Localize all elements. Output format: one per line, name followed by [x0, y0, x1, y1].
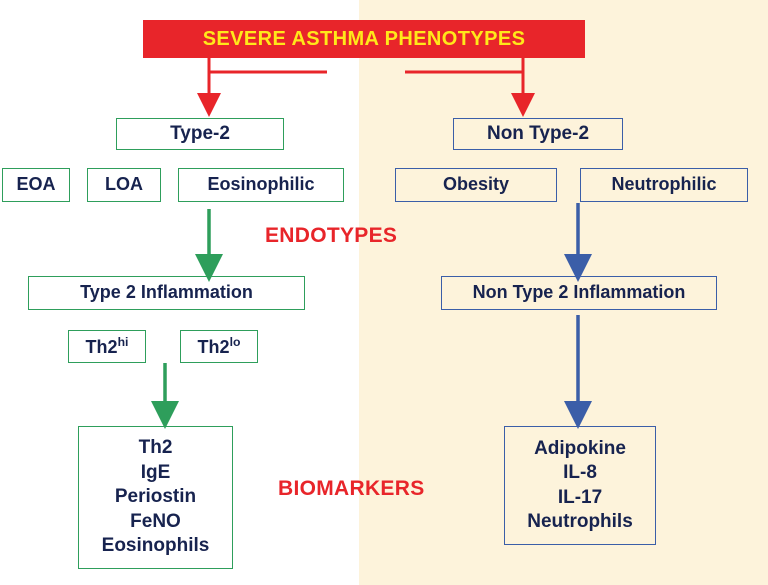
- box-type2-biomarkers: Th2 IgE Periostin FeNO Eosinophils: [78, 426, 233, 569]
- green-arrows: [151, 209, 223, 429]
- box-eosinophilic: Eosinophilic: [178, 168, 344, 202]
- biomarker-item: IL-17: [557, 486, 603, 508]
- box-neutrophilic: Neutrophilic: [580, 168, 748, 202]
- box-non-type2-biomarkers: Adipokine IL-8 IL-17 Neutrophils: [504, 426, 656, 545]
- box-obesity: Obesity: [395, 168, 557, 202]
- box-th2-lo: Th2lo: [180, 330, 258, 363]
- box-non-type2-inflammation: Non Type 2 Inflammation: [441, 276, 717, 310]
- diagram-title-text: SEVERE ASTHMA PHENOTYPES: [202, 27, 526, 50]
- biomarker-item: Neutrophils: [527, 510, 633, 532]
- box-non-type2-phenotype: Non Type-2: [453, 118, 623, 150]
- box-th2-hi: Th2hi: [68, 330, 146, 363]
- biomarker-item: IgE: [140, 461, 171, 483]
- box-eoa: EOA: [2, 168, 70, 202]
- biomarker-item: FeNO: [130, 510, 181, 532]
- biomarker-item: IL-8: [563, 462, 597, 484]
- non-type2-panel-background: [359, 0, 768, 585]
- caption-biomarkers: BIOMARKERS: [278, 477, 425, 500]
- box-type2-inflammation: Type 2 Inflammation: [28, 276, 305, 310]
- biomarker-item: Eosinophils: [101, 535, 210, 557]
- box-type2-phenotype: Type-2: [116, 118, 284, 150]
- caption-endotypes: ENDOTYPES: [265, 224, 398, 247]
- diagram-title: SEVERE ASTHMA PHENOTYPES: [143, 20, 585, 58]
- biomarker-item: Adipokine: [534, 437, 626, 459]
- box-loa: LOA: [87, 168, 161, 202]
- biomarker-item: Periostin: [114, 486, 197, 508]
- biomarker-item: Th2: [138, 437, 173, 459]
